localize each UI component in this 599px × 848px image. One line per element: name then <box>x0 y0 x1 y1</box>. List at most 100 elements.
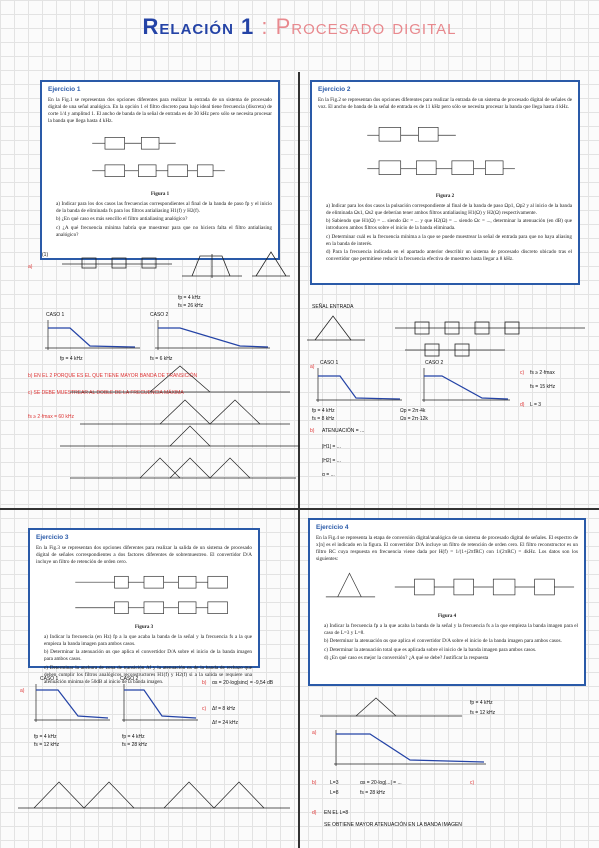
ex3-note-deltaf1: Δf = 8 kHz <box>212 706 236 712</box>
ex3-note-case2: CASO 2 <box>120 676 139 682</box>
ex4-note-answer-d1: EN EL L=8 <box>324 810 349 816</box>
ex1-sketch-filter-responses <box>45 320 270 350</box>
figure-3-diagram <box>75 575 228 614</box>
ex2-note-omega-p: Ωp = 2π·4k <box>400 408 426 414</box>
ex1-note-answer-c: c) SE DEBE MUESTREAR AL DOBLE DE LA FREC… <box>28 390 184 396</box>
figure-2-caption: Figura 2 <box>435 193 455 199</box>
ex4-note-L3: L=3 <box>330 780 339 786</box>
ex2-note-c: c) <box>520 370 525 376</box>
ex4-note-fs: fs = 12 kHz <box>470 710 496 716</box>
exercise-4-question-a: a) Indicar la frecuencia fp a la que aca… <box>324 622 578 636</box>
ex2-note-case1: CASO 1 <box>320 360 339 366</box>
ex2-note-case2: CASO 2 <box>425 360 444 366</box>
ex3-note-a: a) <box>20 688 25 694</box>
ex2-sketch-block-diagram <box>307 315 585 357</box>
exercise-2-question-a: a) Indicar para los dos casos la pulsaci… <box>326 202 572 216</box>
ex4-note-d: d) <box>312 810 317 816</box>
exercise-4-question-c: c) Determinar la atenuación total que es… <box>324 646 537 653</box>
ex2-note-formula-1: |H1| = ... <box>322 444 341 450</box>
title-separator: : <box>254 14 276 39</box>
exercise-1-question-a: a) Indicar para los dos casos las frecue… <box>56 200 272 214</box>
exercise-4-questions: a) Indicar la frecuencia fp a la que aca… <box>324 623 578 663</box>
exercise-4-box: Ejercicio 4 En la Fig.4 se representa la… <box>308 518 586 686</box>
ex1-sketch-block-diagram <box>62 251 290 278</box>
ex2-note-fp: fp = 4 kHz <box>312 408 335 414</box>
ex2-note-formula-2: |H2| = ... <box>322 458 341 464</box>
ex2-note-a: a) <box>310 364 315 370</box>
exercise-2-question-c: c) Determinar cuál es la frecuencia míni… <box>326 233 572 247</box>
ex4-note-b: b) <box>312 780 317 786</box>
ex3-note-fp2: fp = 4 kHz <box>122 734 145 740</box>
ex4-sketch-spectrum <box>320 697 462 717</box>
ex2-note-attenuation: ATENUACIÓN = ... <box>322 428 365 434</box>
figure-4-caption: Figura 4 <box>437 613 457 619</box>
exercise-1-question-b: b) ¿En qué caso es más sencillo el filtr… <box>56 216 188 223</box>
exercise-2-questions: a) Indicar para los dos casos la pulsaci… <box>326 203 572 264</box>
exercise-4-intro: En la Fig.4 se representa la etapa de co… <box>316 534 578 562</box>
ex3-note-attenuation: αs = 20·log|sinc| = -9,54 dB <box>212 680 274 686</box>
ex3-sketch-spectra <box>18 781 290 809</box>
ex2-note-fs-value: fs = 15 kHz <box>530 384 556 390</box>
exercise-3-heading: Ejercicio 3 <box>36 534 69 541</box>
title-part1: Relación 1 <box>142 14 255 39</box>
ex1-note-case2: CASO 2 <box>150 312 169 318</box>
ex4-note-a: a) <box>312 730 317 736</box>
ex1-note-case1: CASO 1 <box>46 312 65 318</box>
page-title: Relación 1 : Procesado digital <box>0 14 599 40</box>
ex4-note-L8: L=8 <box>330 790 339 796</box>
ex2-note-fs: fs = 8 kHz <box>312 416 335 422</box>
ex3-note-c: c) <box>202 706 207 712</box>
ex4-sketch-response <box>334 730 486 766</box>
ex1-note-fp1: fp = 4 kHz <box>178 295 201 301</box>
vertical-divider <box>298 72 300 848</box>
ex3-note-fs1: fs = 12 kHz <box>34 742 60 748</box>
exercise-1-questions: a) Indicar para los dos casos las frecue… <box>56 201 272 239</box>
ex1-note-case1-label: (1) <box>42 252 49 258</box>
exercise-4-heading: Ejercicio 4 <box>316 524 349 531</box>
ex1-note-answer-c-formula: fs ≥ 2·fmax = 60 kHz <box>28 414 74 420</box>
ex4-note-c: c) <box>470 780 475 786</box>
ex2-sketch-filter-responses <box>316 368 510 402</box>
ex3-sketch-responses <box>34 684 198 722</box>
ex2-note-formula-3: α = ... <box>322 472 335 478</box>
exercise-2-question-b: b) Sabiendo que H1(Ω) = ... siendo Ωc = … <box>326 218 572 232</box>
exercise-3-question-a: a) Indicar la frecuencia (en Hz) fp a la… <box>44 633 252 647</box>
exercise-3-intro: En la Fig.3 se representan dos opciones … <box>36 544 252 565</box>
ex2-note-d: d) <box>520 402 525 408</box>
figure-3-caption: Figura 3 <box>134 624 154 630</box>
exercise-4-question-d: d) ¿En qué caso es mejor la conversión? … <box>324 655 489 662</box>
exercise-1-box: Ejercicio 1 En la Fig.1 se representan d… <box>40 80 280 260</box>
exercise-1-intro: En la Fig.1 se representan dos opciones … <box>48 96 272 124</box>
ex2-note-L: L = 3 <box>530 402 542 408</box>
ex1-note-fp2: fp = 4 kHz <box>60 356 83 362</box>
exercise-4-question-b: b) Determinar la atenuación αs que aplic… <box>324 638 562 645</box>
ex3-note-fs2: fs = 28 kHz <box>122 742 148 748</box>
exercise-3-box: Ejercicio 3 En la Fig.3 se representan d… <box>28 528 260 685</box>
ex4-note-fs2: fs = 28 kHz <box>360 790 386 796</box>
figure-4-diagram <box>325 572 575 598</box>
ex1-sketch-spectra <box>60 365 300 479</box>
ex2-note-fs-min: fs ≥ 2·fmax <box>530 370 555 376</box>
figure-2-diagram <box>367 126 515 175</box>
exercise-1-question-c: c) ¿A qué frecuencia mínima habría que m… <box>56 224 272 238</box>
ex1-note-answer-b: b) EN EL 2 PORQUE ES EL QUE TIENE MAYOR … <box>28 373 198 379</box>
ex3-note-deltaf2: Δf = 24 kHz <box>212 720 238 726</box>
exercise-2-heading: Ejercicio 2 <box>318 86 351 93</box>
exercise-2-box: Ejercicio 2 En la Fig.2 se representan d… <box>310 80 580 285</box>
horizontal-divider <box>0 508 599 510</box>
figure-1-caption: Figura 1 <box>150 191 170 197</box>
ex3-note-b: b) <box>202 680 207 686</box>
title-part2: Procesado digital <box>275 14 457 39</box>
ex4-note-fp: fp = 4 kHz <box>470 700 493 706</box>
ex4-note-answer-d2: SE OBTIENE MAYOR ATENUACIÓN EN LA BANDA … <box>324 822 462 828</box>
ex1-note-a-label: a) <box>28 264 33 270</box>
exercise-1-heading: Ejercicio 1 <box>48 86 81 93</box>
exercise-3-questions: a) Indicar la frecuencia (en Hz) fp a la… <box>44 634 252 686</box>
ex3-note-fp1: fp = 4 kHz <box>34 734 57 740</box>
exercise-2-intro: En la Fig.2 se representan dos opciones … <box>318 96 572 110</box>
exercise-3-question-c: c) Determinar la anchura de zona de tran… <box>44 664 252 685</box>
ex1-note-fs2: fs = 6 kHz <box>150 356 173 362</box>
exercise-3-question-b: b) Determinar la atenuación αs que aplic… <box>44 649 252 663</box>
ex2-note-b: b) <box>310 428 315 434</box>
ex1-note-fs1: fs = 26 kHz <box>178 303 204 309</box>
